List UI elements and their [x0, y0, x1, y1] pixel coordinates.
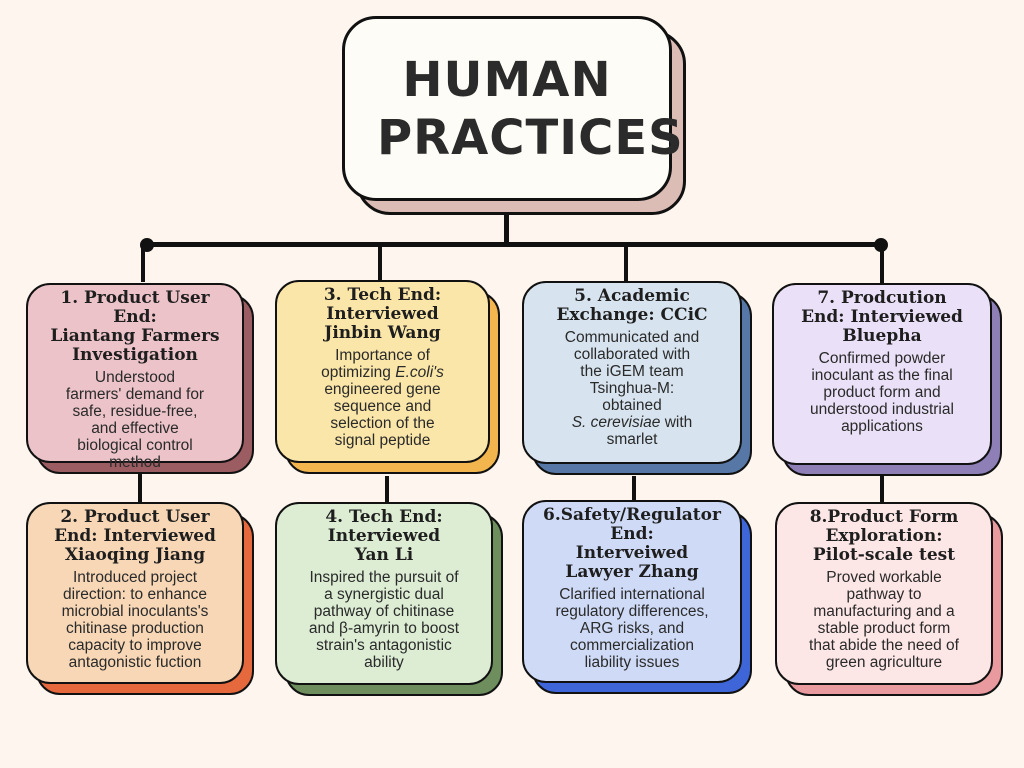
- node-card-4: 4. Tech End: Interviewed Yan Li Inspired…: [275, 502, 503, 696]
- node-card-face: 6.Safety/Regulator End: Interveiwed Lawy…: [522, 500, 742, 683]
- node-card-5: 5. Academic Exchange: CCiC Communicated …: [522, 281, 752, 475]
- node-card-3: 3. Tech End: Interviewed Jinbin Wang Imp…: [275, 280, 500, 474]
- link-line-col4: [880, 474, 884, 502]
- node-heading: 5. Academic Exchange: CCiC: [556, 286, 708, 325]
- node-body: Clarified international regulatory diffe…: [555, 586, 709, 671]
- node-body-text: with smarlet: [606, 414, 693, 448]
- node-card-7: 7. Prodcution End: Interviewed Bluepha C…: [772, 283, 1002, 476]
- node-card-6: 6.Safety/Regulator End: Interveiwed Lawy…: [522, 500, 752, 694]
- node-body-text: engineered gene sequence and selection o…: [324, 381, 441, 449]
- node-body-text: Importance of optimizing: [321, 347, 430, 381]
- node-card-face: 4. Tech End: Interviewed Yan Li Inspired…: [275, 502, 493, 685]
- node-body: Communicated and collaborated with the i…: [565, 329, 699, 448]
- node-heading: 1. Product User End: Liantang Farmers In…: [50, 288, 220, 365]
- node-card-face: 7. Prodcution End: Interviewed Bluepha C…: [772, 283, 992, 465]
- node-heading: 4. Tech End: Interviewed Yan Li: [325, 507, 443, 565]
- node-card-2: 2. Product User End: Interviewed Xiaoqin…: [26, 502, 254, 695]
- node-card-face: 3. Tech End: Interviewed Jinbin Wang Imp…: [275, 280, 490, 463]
- node-heading: 2. Product User End: Interviewed Xiaoqin…: [54, 507, 216, 565]
- node-body: Introduced project direction: to enhance…: [61, 569, 209, 671]
- node-card-face: 5. Academic Exchange: CCiC Communicated …: [522, 281, 742, 464]
- node-body: Understood farmers' demand for safe, res…: [65, 369, 205, 471]
- title-card: HUMAN PRACTICES: [342, 16, 686, 215]
- drop-line-col3: [624, 246, 628, 282]
- node-card-face: 8.Product Form Exploration: Pilot-scale …: [775, 502, 993, 685]
- link-line-col1: [138, 470, 142, 502]
- node-heading: 8.Product Form Exploration: Pilot-scale …: [809, 507, 959, 565]
- node-card-8: 8.Product Form Exploration: Pilot-scale …: [775, 502, 1003, 696]
- drop-line-col2: [378, 246, 382, 280]
- node-body-italic: S. cerevisiae: [571, 414, 661, 431]
- node-body: Inspired the pursuit of a synergistic du…: [308, 569, 460, 671]
- node-heading: 7. Prodcution End: Interviewed Bluepha: [801, 288, 963, 346]
- drop-line-col1: [141, 246, 145, 282]
- node-body: Importance of optimizing E.coli's engine…: [321, 347, 444, 449]
- node-card-face: 2. Product User End: Interviewed Xiaoqin…: [26, 502, 244, 684]
- node-body-italic: E.coli's: [395, 364, 444, 381]
- page-title: HUMAN PRACTICES: [377, 51, 684, 166]
- node-body-text: Communicated and collaborated with the i…: [564, 329, 700, 414]
- link-line-col3: [632, 476, 636, 500]
- drop-line-col4: [880, 246, 884, 284]
- node-card-1: 1. Product User End: Liantang Farmers In…: [26, 283, 254, 474]
- link-line-col2: [385, 476, 389, 502]
- node-card-face: 1. Product User End: Liantang Farmers In…: [26, 283, 244, 471]
- connector-end-right: [874, 238, 888, 252]
- node-body: Proved workable pathway to manufacturing…: [809, 569, 959, 671]
- title-stem: [504, 200, 509, 246]
- node-body: Confirmed powder inoculant as the final …: [810, 350, 954, 435]
- title-card-face: HUMAN PRACTICES: [342, 16, 684, 201]
- horizontal-connector: [147, 242, 883, 247]
- node-heading: 3. Tech End: Interviewed Jinbin Wang: [323, 285, 442, 343]
- node-heading: 6.Safety/Regulator End: Interveiwed Lawy…: [543, 505, 721, 582]
